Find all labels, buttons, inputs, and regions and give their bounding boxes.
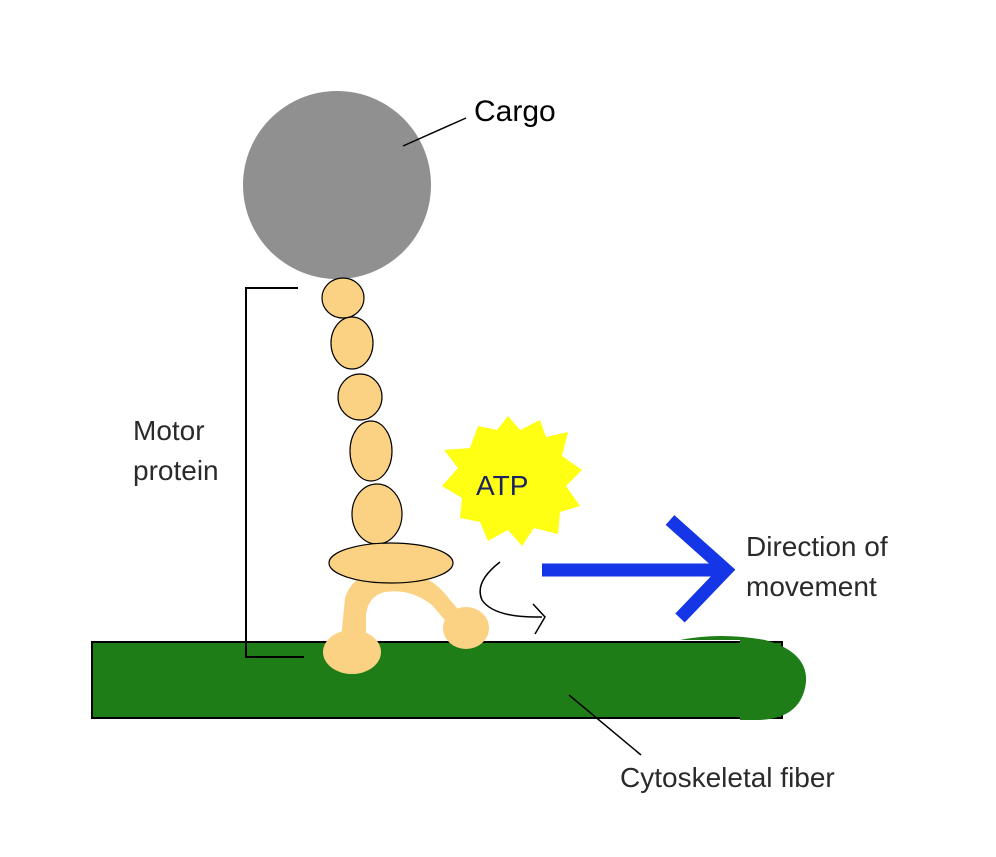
stalk-bead	[349, 420, 393, 482]
motor-protein-stalk	[321, 277, 403, 545]
motor-protein-label-line1: Motor	[133, 415, 205, 446]
fiber-end	[680, 636, 807, 720]
direction-arrow-head	[665, 515, 736, 623]
fiber-leader-line	[568, 694, 642, 756]
motor-foot-rear	[323, 630, 381, 674]
cytoskeletal-fiber	[91, 636, 807, 720]
direction-label-line1: Direction of	[746, 531, 888, 562]
motor-protein-head	[323, 542, 489, 674]
stalk-bead	[330, 316, 374, 370]
atp-burst	[442, 416, 582, 546]
motor-foot-front	[443, 607, 489, 649]
stalk-bead	[321, 277, 365, 319]
motor-neck-linker	[328, 542, 454, 584]
direction-label-line2: movement	[746, 571, 877, 602]
curved-arrow	[479, 561, 546, 635]
curved-arrow-shaft	[479, 561, 543, 618]
motor-protein-label-line2: protein	[133, 455, 219, 486]
stalk-bead	[351, 483, 403, 545]
stalk-bead	[337, 373, 383, 421]
motor-protein-bracket	[245, 287, 304, 658]
cargo-label: Cargo	[474, 95, 556, 128]
fiber-label: Cytoskeletal fiber	[620, 762, 835, 793]
cargo-leader-line	[402, 117, 467, 147]
cargo-sphere	[243, 91, 431, 279]
curved-arrow-head	[532, 603, 546, 635]
atp-label: ATP	[476, 470, 528, 501]
fiber-body	[91, 641, 783, 719]
motor-legs	[340, 569, 472, 650]
direction-arrow	[542, 515, 736, 623]
